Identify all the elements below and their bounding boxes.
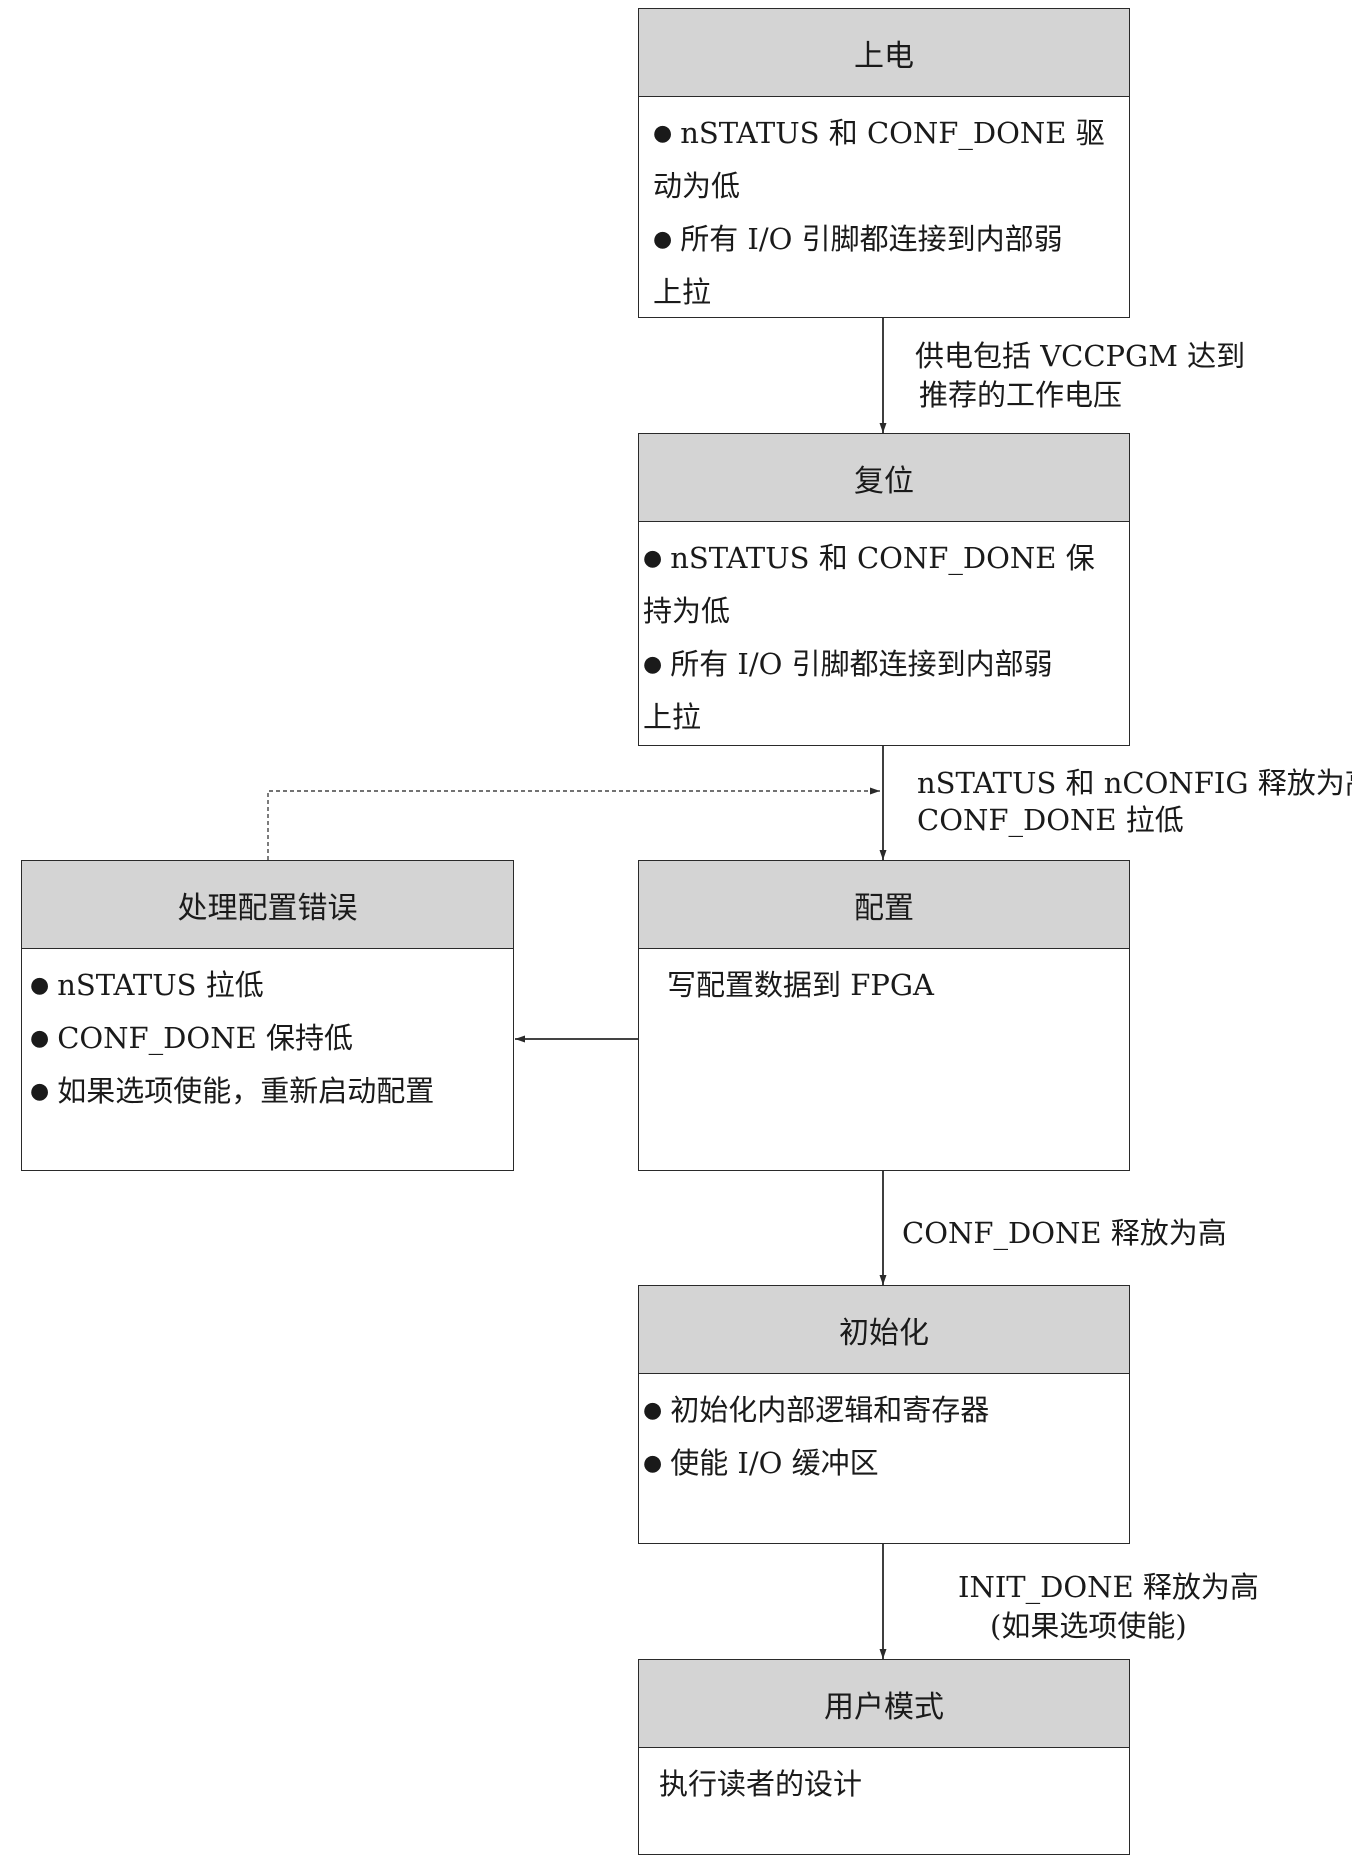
node-line-text: 写配置数据到 FPGA [667, 968, 934, 1002]
node-line-text: CONF_DONE 保持低 [57, 1021, 353, 1055]
node-body: ● nSTATUS 拉低 ● CONF_DONE 保持低 ● 如果选项使能，重新启动配置 [22, 949, 513, 1128]
node-line-text: nSTATUS 拉低 [57, 968, 264, 1002]
node-line-text: 上拉 [643, 700, 702, 734]
node-line-text: nSTATUS 和 CONF_DONE 驱 [680, 116, 1105, 150]
node-line: 上拉 [643, 691, 1115, 744]
node-line-text: 所有 I/O 引脚都连接到内部弱 [680, 222, 1063, 256]
node-body: ● nSTATUS 和 CONF_DONE 驱动为低 ● 所有 I/O 引脚都连接到内… [639, 97, 1129, 329]
edge-label-power-to-reset: 供电包括 VCCPGM 达到 推荐的工作电压 [915, 339, 1246, 412]
node-line-text: 执行读者的设计 [659, 1767, 863, 1801]
node-body: 写配置数据到 FPGA [639, 949, 1129, 1022]
node-line: 写配置数据到 FPGA [667, 959, 1115, 1012]
node-body: 执行读者的设计 [639, 1748, 1129, 1821]
node-line-text: nSTATUS 和 CONF_DONE 保 [670, 541, 1095, 575]
node-line: ● 如果选项使能，重新启动配置 [30, 1065, 499, 1118]
node-reset: 复位 ● nSTATUS 和 CONF_DONE 保持为低 ● 所有 I/O 引脚都连… [638, 433, 1130, 746]
node-line: 动为低 [653, 160, 1115, 213]
node-line: ● 所有 I/O 引脚都连接到内部弱 [653, 213, 1115, 266]
bullet-icon: ● [643, 1451, 663, 1476]
node-line-text: 上拉 [653, 275, 712, 309]
node-initialization: 初始化 ● 初始化内部逻辑和寄存器 ● 使能 I/O 缓冲区 [638, 1285, 1130, 1544]
node-line-text: 如果选项使能，重新启动配置 [57, 1074, 435, 1108]
node-line-text: 所有 I/O 引脚都连接到内部弱 [670, 647, 1053, 681]
node-title: 用户模式 [639, 1660, 1129, 1748]
node-body: ● 初始化内部逻辑和寄存器 ● 使能 I/O 缓冲区 [639, 1374, 1129, 1500]
node-line: ● nSTATUS 和 CONF_DONE 保 [643, 532, 1115, 585]
bullet-icon: ● [653, 121, 673, 146]
node-configuration: 配置 写配置数据到 FPGA [638, 860, 1130, 1171]
node-line: ● nSTATUS 和 CONF_DONE 驱 [653, 107, 1115, 160]
node-title: 处理配置错误 [22, 861, 513, 949]
bullet-icon: ● [643, 1398, 663, 1423]
node-power-on: 上电 ● nSTATUS 和 CONF_DONE 驱动为低 ● 所有 I/O 引脚都连… [638, 8, 1130, 318]
edge-label-reset-to-config: nSTATUS 和 nCONFIG 释放为高 CONF_DONE 拉低 [917, 766, 1352, 837]
bullet-icon: ● [30, 1079, 50, 1104]
bullet-icon: ● [643, 546, 663, 571]
bullet-icon: ● [653, 227, 673, 252]
node-line: 执行读者的设计 [659, 1758, 1115, 1811]
node-line-text: 使能 I/O 缓冲区 [670, 1446, 879, 1480]
node-title: 复位 [639, 434, 1129, 522]
node-line: ● nSTATUS 拉低 [30, 959, 499, 1012]
node-body: ● nSTATUS 和 CONF_DONE 保持为低 ● 所有 I/O 引脚都连接到内… [639, 522, 1129, 754]
bullet-icon: ● [30, 973, 50, 998]
dashed-error-feedback-arrow [267, 787, 880, 860]
bullet-icon: ● [643, 652, 663, 677]
node-user-mode: 用户模式 执行读者的设计 [638, 1659, 1130, 1855]
node-line: ● CONF_DONE 保持低 [30, 1012, 499, 1065]
edge-label-init-to-user: INIT_DONE 释放为高 (如果选项使能) [958, 1570, 1259, 1643]
node-line-text: 持为低 [643, 594, 731, 628]
node-line: ● 使能 I/O 缓冲区 [643, 1437, 1115, 1490]
node-line: 持为低 [643, 585, 1115, 638]
node-title: 配置 [639, 861, 1129, 949]
edge-label-config-to-init: CONF_DONE 释放为高 [902, 1216, 1227, 1250]
node-title: 上电 [639, 9, 1129, 97]
node-line: ● 初始化内部逻辑和寄存器 [643, 1384, 1115, 1437]
node-title: 初始化 [639, 1286, 1129, 1374]
node-line-text: 动为低 [653, 169, 741, 203]
node-line: ● 所有 I/O 引脚都连接到内部弱 [643, 638, 1115, 691]
bullet-icon: ● [30, 1026, 50, 1051]
node-line: 上拉 [653, 266, 1115, 319]
node-line-text: 初始化内部逻辑和寄存器 [670, 1393, 990, 1427]
node-handle-config-error: 处理配置错误 ● nSTATUS 拉低 ● CONF_DONE 保持低 ● 如果选项使能，… [21, 860, 514, 1171]
